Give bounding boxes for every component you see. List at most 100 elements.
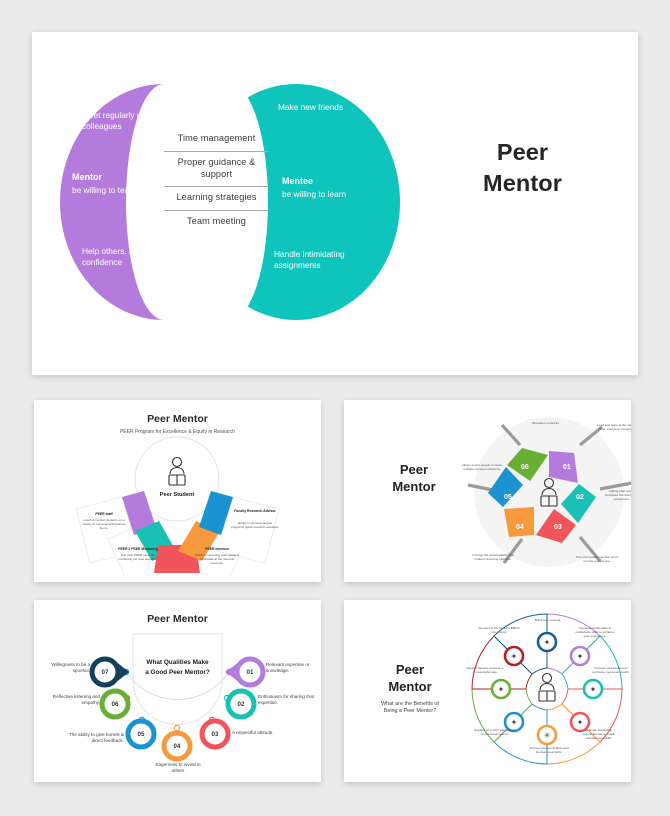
petal-text-4-wrap: Cultivate leadership, organizational, an… [582,728,616,741]
label-06: Reflective listening and empathy. [52,694,100,706]
petal-text-6: Expand your CCT transcript & professiona… [474,728,516,737]
seg1-body: coach & mentor students on a variety of … [82,518,126,531]
petal-5 [546,703,601,765]
thumb1-fan-diagram: Peer Student PEER staff coach & mentor s… [75,436,280,575]
thumb2-title: Peer Mentor [366,462,462,496]
hero-title-line1: Peer [496,139,549,165]
overlap-item: Team meeting [164,210,269,234]
seg4-body: PEER's mentoring team leads & participat… [194,553,240,566]
hero-slide[interactable]: Meet regularly with colleagues Mentor be… [32,32,638,375]
num-05: 05 [138,731,145,738]
ring-07 [89,656,121,688]
ring-05 [125,718,157,750]
num-02: 02 [238,701,245,708]
label-05-wrap: The ability to give honest & direct feed… [69,732,124,743]
wedge-purple [122,491,156,535]
petal-6 [493,703,548,765]
thumb4-title-block: Peer Mentor What are the Benefits of Bei… [356,662,464,715]
petal-text-8-wrap: Connect to the broader BMCC community. [478,626,520,635]
wheel-num-06: 06 [521,464,529,471]
thumbnail-qualities-arc[interactable]: Peer Mentor What Qualities Make a Good P… [34,600,321,782]
right-top-text: Make new friends [278,102,344,112]
leadership-icon [569,711,591,733]
thumb3-title: Peer Mentor [147,613,208,625]
svg-text:✦: ✦ [511,718,518,727]
wheel-text-04: It brings the accountability that makes … [472,553,514,562]
venn-overlap-right-edge [192,84,268,320]
label-06-wrap: Reflective listening and empathy. [52,694,100,706]
mentee-role-label: Mentee [282,176,314,186]
wheel-text-05: Allows senior people to reach multiple m… [462,463,503,472]
mentor-role-desc: be willing to teach or coach [72,185,173,195]
community-icon [503,645,525,667]
num-06: 06 [112,701,119,708]
thumb3-center-line1: What Qualities Make [146,659,209,666]
seg1-heading: PEER staff [95,512,113,516]
seg5-body: faculty in doctoral degree programs guid… [231,521,279,530]
wheel-text-04-wrap: It brings the accountability that makes … [472,553,514,562]
thumbnail-six-step-wheel[interactable]: Peer Mentor 01 02 03 04 [344,400,631,582]
petal-8 [471,635,533,690]
overlap-item: Learning strategies [164,186,269,210]
wheel-text-02: Adding peer advice increases the diversi… [604,489,637,502]
thumb4-subtitle-line1: What are the Benefits of [381,700,439,707]
petal-3 [561,635,623,690]
lightbulb-icon [569,645,591,667]
arc-marker-04 [173,724,181,732]
wheel-text-02-wrap: Adding peer advice increases the diversi… [604,489,637,502]
num-03: 03 [212,731,219,738]
label-02: Enthusiasm for sharing that expertise. [258,694,314,706]
petal-text-1-wrap: Build your network. [535,618,561,622]
ring-06 [99,688,131,720]
seg4-heading: PEER mentors [205,547,229,551]
petal-text-3-wrap: Increase self-awareness and foster perso… [592,666,630,675]
petal-text-3: Increase self-awareness and foster perso… [592,666,630,675]
petal-1 [493,613,548,675]
guide-arc [125,671,230,700]
svg-text:✦: ✦ [577,652,584,661]
label-04: Eagerness to invest in others [155,762,201,774]
wheel-seg-01 [549,451,578,483]
tail-07 [114,663,130,681]
thumb2-title-line2: Mentor [392,478,436,494]
label-02-wrap: Enthusiasm for sharing that expertise. [258,694,314,706]
petal-text-6-wrap: Expand your CCT transcript & professiona… [474,728,516,737]
wheel-seg-05 [488,467,523,507]
wheel-num-04: 04 [516,524,524,531]
mentor-role-label: Mentor [72,172,102,182]
mentee-role-desc: be willing to learn [282,189,347,199]
right-bottom-text: Handle intimidating assignments [274,249,345,271]
thumbnail-peer-student-fan[interactable]: Peer Mentor PEER Program for Excellence … [34,400,321,582]
wheel-num-03: 03 [554,524,562,531]
thumb3-center-line2: a Good Peer Mentor? [145,669,210,676]
petal-text-8: Connect to the broader BMCC community. [478,626,520,635]
ring-03 [199,718,231,750]
label-01: Relevant expertise or knowledge. [266,662,310,674]
thumbnail-benefits-wheel[interactable]: Peer Mentor What are the Benefits of Bei… [344,600,631,782]
hero-title: Peer Mentor [430,137,615,198]
person-reading-icon [540,477,558,507]
seg2-body-wrap: 2nd year PEER students mentoring 1st yea… [118,553,158,562]
thumb1-center-label: Peer Student [160,492,195,498]
thumb2-wheel-diagram: 01 02 03 04 05 06 Lead and learn at the … [462,417,637,567]
seg2-body: 2nd year PEER students mentoring 1st yea… [118,553,158,562]
wheel-text-03-wrap: One unengaged member won't ruin the expe… [576,555,618,563]
venn-overlap-left-edge [126,84,202,320]
thumb4-title-line1: Peer [395,662,425,677]
num-07: 07 [102,669,109,676]
center-card [132,633,223,725]
svg-text:✳: ✳ [544,731,551,740]
support-icon [490,678,512,700]
left-role-block: Mentor be willing to teach or coach [72,172,177,196]
person-reading-icon [538,672,556,702]
label-03: A respectful attitude. [232,730,274,735]
num-01: 01 [247,669,254,676]
svg-text:✦: ✦ [511,652,518,661]
wheel-pointers [467,423,631,564]
label-04-wrap: Eagerness to invest in others [155,762,201,774]
wheel-seg-03 [536,509,576,543]
seg5-heading: Faculty Research Advisor [234,509,276,513]
petal-text-4: Cultivate leadership, organizational, an… [582,728,616,741]
petal-4 [561,688,623,743]
